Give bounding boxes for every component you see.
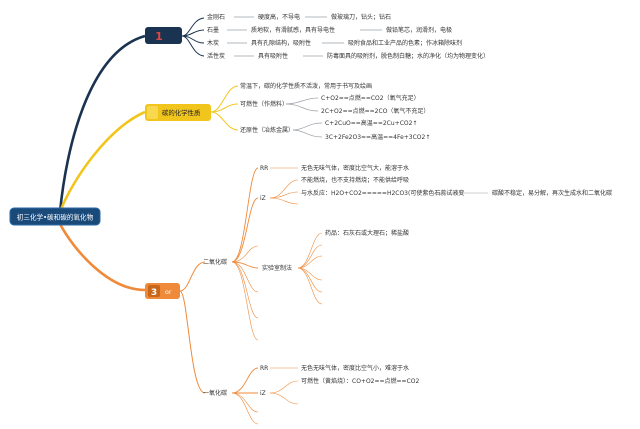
b1-row-1-prop: 硬度高，不导电 bbox=[258, 13, 300, 21]
co-chem1: 可燃性（黄焰烧）：CO+O2==点燃==CO2 bbox=[301, 377, 420, 385]
co2-lab-drugs: 药品：石灰石或大理石；稀盐酸 bbox=[325, 229, 409, 237]
b1-row-3-prop: 具有孔隙结构，吸附性 bbox=[251, 39, 311, 47]
branch-2-content: 常温下，碳的化学性质不活泼，常用于书写及绘画 可燃性（作燃料） C+O2==点燃… bbox=[240, 82, 430, 141]
branch-3-content: 二氧化碳 RR 无色无味气体，密度比空气大，能溶于水 iZ 不能燃烧，也不支持燃… bbox=[203, 164, 612, 397]
b2-flammability-eq2: 2C+O2==点燃==2CO（氧气不充足） bbox=[321, 107, 429, 115]
co-phys: 无色无味气体，密度比空气小，难溶于水 bbox=[301, 364, 409, 372]
b2-flammability-eq1: C+O2==点燃==CO2（氧气充足） bbox=[321, 94, 420, 102]
co2-phys-tag: RR bbox=[260, 165, 268, 172]
branch-1-rows: 金刚石 硬度高，不导电 做玻璃刀，钻头；钻石 石墨 质地软，有滑腻感，具有导电性… bbox=[207, 13, 489, 60]
co2-phys: 无色无味气体，密度比空气大，能溶于水 bbox=[301, 164, 409, 172]
branch-3-number: 3 bbox=[151, 288, 157, 298]
b1-row-3-use: 吸附食品和工业产品的色素；作冰箱除味剂 bbox=[348, 39, 462, 47]
branch-1-node[interactable]: 1 bbox=[145, 27, 182, 44]
root-title: 初三化学•碳和碳的氧化物 bbox=[17, 213, 94, 222]
branch-2-title: 碳的化学性质 bbox=[162, 108, 201, 117]
co2-chem-tag: iZ bbox=[260, 195, 266, 202]
co2-lab-label: 实验室制法 bbox=[262, 264, 292, 272]
co-label: 一氧化碳 bbox=[203, 389, 227, 397]
b2-reducibility-eq2: 3C+2Fe2O3==高温==4Fe+3CO2↑ bbox=[325, 133, 430, 141]
branch-2-connectors bbox=[210, 85, 323, 138]
b1-row-1-use: 做玻璃刀，钻头；钻石 bbox=[331, 13, 391, 21]
co2-label: 二氧化碳 bbox=[203, 258, 227, 266]
co-phys-tag: RR bbox=[260, 365, 268, 372]
branch-1-number: 1 bbox=[155, 30, 163, 43]
root-node[interactable]: 初三化学•碳和碳的氧化物 bbox=[9, 207, 101, 226]
branch-3-node[interactable]: 3 or bbox=[145, 283, 180, 299]
co2-chem2: 与水反应：H2O+CO2=====H2CO3(可使紫色石蕊试液变 bbox=[301, 189, 464, 197]
branch-line-2 bbox=[58, 110, 146, 213]
b2-reducibility-label: 还原性（冶炼金属） bbox=[240, 126, 294, 134]
branch-3-suffix: or bbox=[165, 288, 172, 296]
b1-row-2-use: 做铅笔芯，润滑剂，电极 bbox=[386, 26, 452, 34]
b2-flammability-label: 可燃性（作燃料） bbox=[240, 100, 288, 108]
b1-row-4-use: 防毒面具的吸附剂，脱色制白糖；水的净化（均为物理变化） bbox=[327, 52, 489, 60]
branch-1-connectors bbox=[181, 16, 382, 57]
b2-stability: 常温下，碳的化学性质不活泼，常用于书写及绘画 bbox=[240, 82, 372, 90]
b1-row-4-name: 活性炭 bbox=[207, 52, 225, 60]
co2-chem2-note: 碳酸不稳定，易分解，再次生成水和二氧化碳 bbox=[492, 189, 612, 197]
branch-3-connectors bbox=[179, 167, 488, 425]
b1-row-3-name: 木炭 bbox=[207, 39, 219, 47]
branch-2-node[interactable]: 碳的化学性质 bbox=[145, 104, 211, 121]
b1-row-2-name: 石墨 bbox=[207, 27, 219, 34]
branch-line-1 bbox=[58, 34, 146, 213]
b1-row-2-prop: 质地软，有滑腻感，具有导电性 bbox=[251, 26, 335, 34]
branch-line-3 bbox=[58, 223, 146, 292]
co2-chem1: 不能燃烧，也不支持燃烧；不能供给呼吸 bbox=[301, 176, 409, 184]
b1-row-4-prop: 具有吸附性 bbox=[258, 52, 288, 60]
b2-reducibility-eq1: C+2CuO==高温==2Cu+CO2↑ bbox=[325, 119, 417, 127]
b1-row-1-name: 金刚石 bbox=[207, 13, 225, 21]
co-chem-tag: iZ bbox=[260, 390, 266, 397]
